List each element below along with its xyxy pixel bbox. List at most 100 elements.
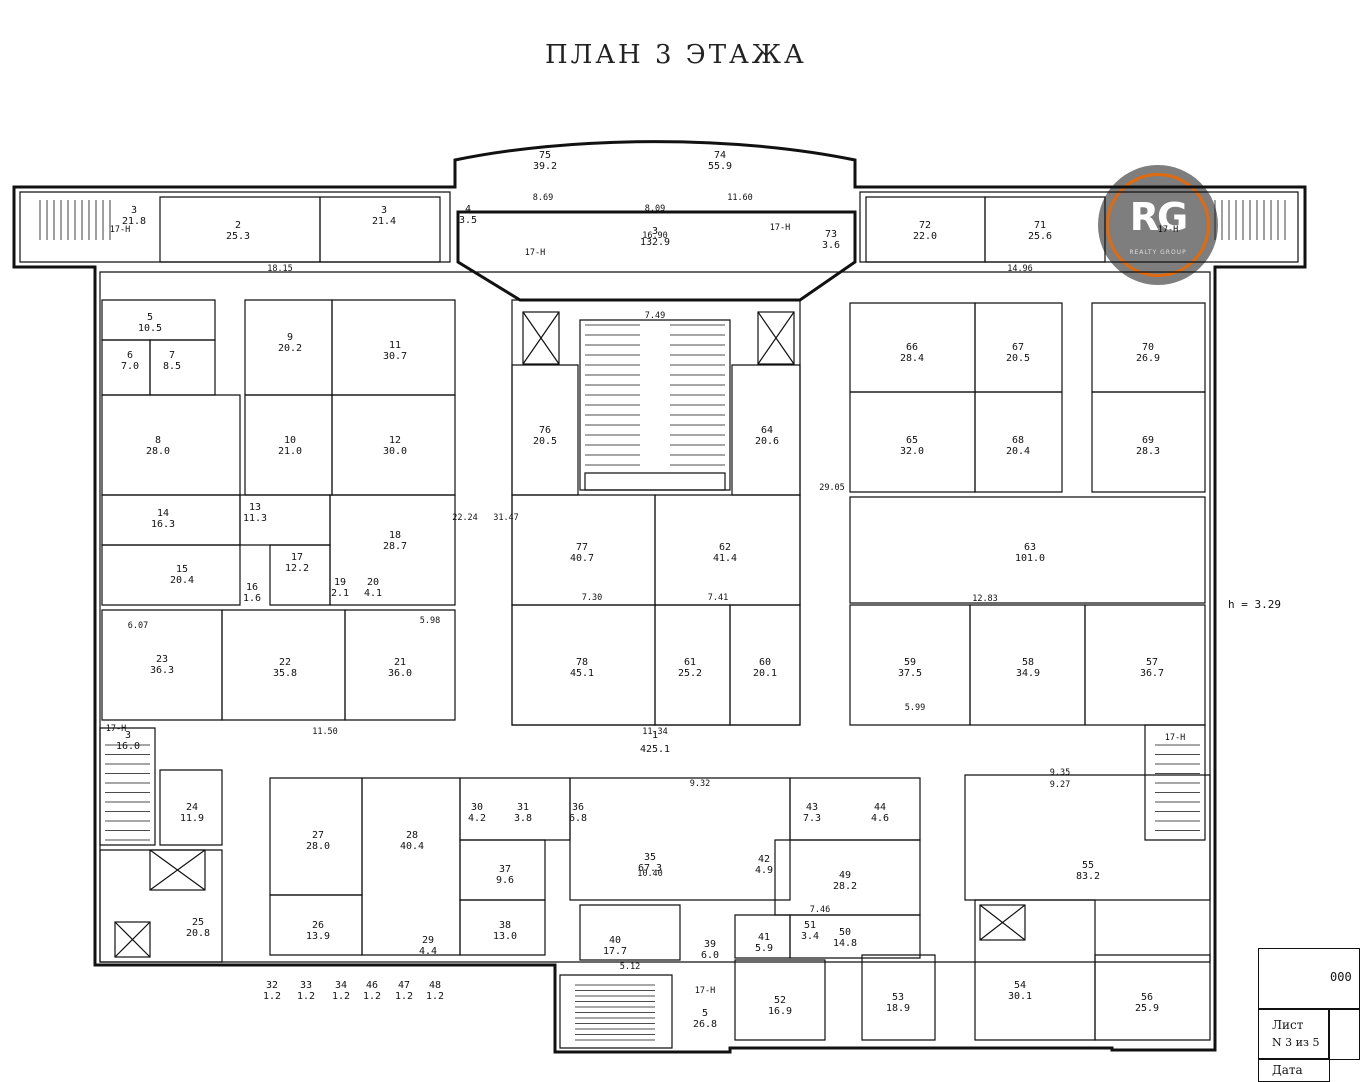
small-room-number: 34 bbox=[334, 980, 348, 991]
small-room-number: 46 bbox=[365, 980, 379, 991]
room-area: 3.8 bbox=[514, 813, 532, 824]
room-number: 57 bbox=[1146, 657, 1158, 668]
room-area: 20.6 bbox=[755, 436, 779, 447]
room-number: 73 bbox=[825, 229, 837, 240]
room-number: 40 bbox=[609, 935, 621, 946]
dimension-label: 8.09 bbox=[645, 204, 665, 214]
room-area: 16.9 bbox=[768, 1006, 792, 1017]
room-number: 71 bbox=[1034, 220, 1046, 231]
room-number: 31 bbox=[517, 802, 529, 813]
room-number: 67 bbox=[1012, 342, 1024, 353]
room-area: 14.8 bbox=[833, 938, 857, 949]
room-number: 52 bbox=[774, 995, 786, 1006]
room-area: 20.1 bbox=[753, 668, 777, 679]
room-area: 45.1 bbox=[570, 668, 594, 679]
elevator-shafts bbox=[114, 311, 1026, 958]
room-area: 36.0 bbox=[388, 668, 412, 679]
sheet-label: Лист bbox=[1272, 1018, 1304, 1032]
room-number: 4 bbox=[465, 204, 471, 215]
room-number: 68 bbox=[1012, 435, 1024, 446]
dimension-label: 7.46 bbox=[810, 905, 830, 915]
small-room-area: 1.2 bbox=[394, 991, 414, 1002]
room-number: 5 bbox=[702, 1008, 708, 1019]
dimension-label: 14.96 bbox=[1007, 264, 1033, 274]
room-area: 20.5 bbox=[1006, 353, 1030, 364]
small-room-area: 1.2 bbox=[296, 991, 316, 1002]
room-area: 132.9 bbox=[640, 237, 670, 248]
room-area: 4.4 bbox=[419, 946, 437, 957]
room-number: 54 bbox=[1014, 980, 1026, 991]
small-room-area: 1.2 bbox=[262, 991, 282, 1002]
room-number: 20 bbox=[367, 577, 379, 588]
room-area: 55.9 bbox=[708, 161, 732, 172]
room-number: 2 bbox=[235, 220, 241, 231]
room-number: 7 bbox=[169, 350, 175, 361]
room-number: 49 bbox=[839, 870, 851, 881]
room-number: 55 bbox=[1082, 860, 1094, 871]
room-area: 28.0 bbox=[306, 841, 330, 852]
room-number: 60 bbox=[759, 657, 771, 668]
room-number: 58 bbox=[1022, 657, 1034, 668]
dimension-label: 8.69 bbox=[533, 193, 553, 203]
stair-label: 17-Н bbox=[110, 225, 130, 235]
room-number: 5 bbox=[147, 312, 153, 323]
room-number: 35 bbox=[644, 852, 656, 863]
stair-label: 17-Н bbox=[695, 986, 715, 996]
room-number: 19 bbox=[334, 577, 346, 588]
room-number: 24 bbox=[186, 802, 198, 813]
room-number: 44 bbox=[874, 802, 886, 813]
room-number: 66 bbox=[906, 342, 918, 353]
room-number: 14 bbox=[157, 508, 169, 519]
room-area: 28.3 bbox=[1136, 446, 1160, 457]
room-number: 3 bbox=[125, 730, 131, 741]
room-area: 101.0 bbox=[1015, 553, 1045, 564]
room-number: 56 bbox=[1141, 992, 1153, 1003]
dimension-label: 7.30 bbox=[582, 593, 602, 603]
logo-ring bbox=[1106, 173, 1210, 277]
room-number: 59 bbox=[904, 657, 916, 668]
small-room-number: 33 bbox=[299, 980, 313, 991]
room-area: 4.6 bbox=[871, 813, 889, 824]
small-room-number: 48 bbox=[428, 980, 442, 991]
small-room-area: 1.2 bbox=[331, 991, 351, 1002]
room-area: 4.9 bbox=[755, 865, 773, 876]
stair-flights bbox=[39, 200, 1286, 1041]
room-number: 78 bbox=[576, 657, 588, 668]
room-area: 25.9 bbox=[1135, 1003, 1159, 1014]
room-area: 2.1 bbox=[331, 588, 349, 599]
room-number: 51 bbox=[804, 920, 816, 931]
room-area: 28.7 bbox=[383, 541, 407, 552]
room-number: 53 bbox=[892, 992, 904, 1003]
room-area: 3.6 bbox=[822, 240, 840, 251]
room-area: 6.8 bbox=[569, 813, 587, 824]
room-number: 21 bbox=[394, 657, 406, 668]
room-number: 28 bbox=[406, 830, 418, 841]
room-area: 32.0 bbox=[900, 446, 924, 457]
room-number: 15 bbox=[176, 564, 188, 575]
dimension-label: 16.90 bbox=[642, 231, 668, 241]
room-number: 18 bbox=[389, 530, 401, 541]
dimension-label: 9.35 bbox=[1050, 768, 1070, 778]
room-number: 3 bbox=[381, 205, 387, 216]
room-area: 30.1 bbox=[1008, 991, 1032, 1002]
room-area: 26.9 bbox=[1136, 353, 1160, 364]
room-area: 26.8 bbox=[693, 1019, 717, 1030]
room-area: 4.2 bbox=[468, 813, 486, 824]
room-area: 4.1 bbox=[364, 588, 382, 599]
room-number: 70 bbox=[1142, 342, 1154, 353]
dimension-label: 11.34 bbox=[642, 727, 668, 737]
date-label: Дата bbox=[1272, 1063, 1303, 1077]
room-number: 17 bbox=[291, 552, 303, 563]
room-area: 21.0 bbox=[278, 446, 302, 457]
room-area: 20.5 bbox=[533, 436, 557, 447]
room-area: 83.2 bbox=[1076, 871, 1100, 882]
room-number: 23 bbox=[156, 654, 168, 665]
room-number: 41 bbox=[758, 932, 770, 943]
dimension-label: 7.41 bbox=[708, 593, 728, 603]
room-area: 30.7 bbox=[383, 351, 407, 362]
room-number: 29 bbox=[422, 935, 434, 946]
room-number: 74 bbox=[714, 150, 726, 161]
